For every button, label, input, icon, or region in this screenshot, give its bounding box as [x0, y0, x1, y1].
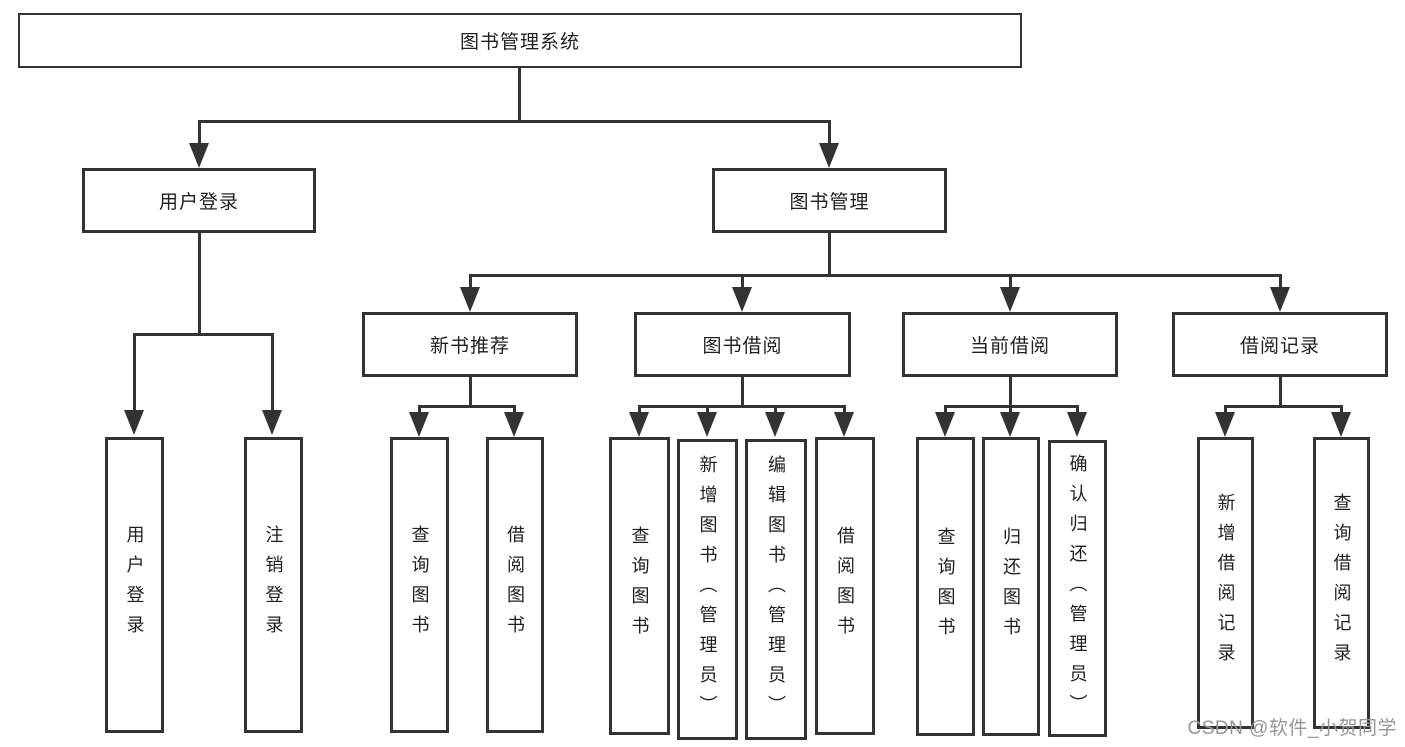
leaf-label: 查询图书	[629, 526, 650, 646]
connector-line	[1009, 274, 1012, 289]
leaf-user-login: 用户登录	[105, 437, 164, 733]
arrow-down-icon	[1000, 412, 1020, 437]
node-label: 当前借阅	[969, 336, 1050, 357]
leaf-label: 新增借阅记录	[1215, 493, 1236, 673]
leaf-add-borrow-record: 新增借阅记录	[1197, 437, 1254, 729]
leaf-label: 归还图书	[1001, 526, 1021, 647]
connector-line	[706, 405, 709, 415]
connector-line	[1009, 405, 1012, 415]
arrow-down-icon	[189, 143, 209, 168]
connector-line	[513, 405, 516, 415]
leaf-return-books: 归还图书	[982, 437, 1040, 736]
leaf-borrow-books: 借阅图书	[486, 437, 544, 733]
leaf-label: 注销登录	[263, 525, 284, 645]
connector-line	[1279, 274, 1282, 289]
node-label: 图书管理	[789, 192, 870, 213]
connector-line	[638, 405, 641, 415]
arrow-down-icon	[629, 412, 649, 437]
connector-line	[741, 274, 744, 289]
arrow-down-icon	[262, 410, 282, 435]
arrow-down-icon	[460, 287, 480, 312]
arrow-down-icon	[834, 412, 854, 437]
connector-line	[469, 377, 472, 408]
leaf-label: 用户登录	[124, 525, 145, 645]
node-new-book-recommendation: 新书推荐	[362, 312, 578, 377]
arrow-down-icon	[765, 412, 785, 437]
leaf-label: 借阅图书	[835, 526, 855, 646]
leaf-label: 借阅图书	[505, 525, 525, 645]
leaf-label: 查询借阅记录	[1331, 493, 1352, 673]
leaf-query-books: 查询图书	[609, 437, 670, 735]
leaf-label: 编辑图书（管理员）	[766, 454, 786, 725]
connector-line	[741, 377, 744, 408]
leaf-add-books-admin: 新增图书（管理员）	[677, 439, 738, 740]
node-label: 图书管理系统	[459, 32, 580, 53]
leaf-label: 新增图书（管理员）	[697, 454, 718, 725]
node-book-borrowing: 图书借阅	[634, 312, 851, 377]
connector-line	[828, 120, 831, 146]
arrow-down-icon	[1270, 287, 1290, 312]
arrow-down-icon	[409, 412, 429, 437]
node-label: 借阅记录	[1239, 336, 1320, 357]
connector-line	[418, 405, 516, 408]
node-user-login: 用户登录	[82, 168, 316, 233]
node-library-management-system: 图书管理系统	[18, 13, 1022, 68]
connector-line	[469, 274, 472, 289]
arrow-down-icon	[504, 412, 524, 437]
connector-line	[1279, 377, 1282, 408]
connector-line	[469, 274, 1281, 277]
connector-line	[774, 405, 777, 415]
connector-line	[198, 120, 201, 146]
connector-line	[198, 120, 831, 123]
leaf-label: 查询图书	[409, 525, 430, 645]
node-label: 新书推荐	[429, 336, 510, 357]
leaf-query-books: 查询图书	[390, 437, 449, 733]
leaf-confirm-return-admin: 确认归还（管理员）	[1048, 440, 1107, 737]
connector-line	[638, 405, 846, 408]
leaf-label: 查询图书	[935, 526, 956, 647]
arrow-down-icon	[697, 412, 717, 437]
leaf-query-books: 查询图书	[916, 437, 975, 736]
arrow-down-icon	[819, 143, 839, 168]
arrow-down-icon	[732, 287, 752, 312]
node-current-borrowing: 当前借阅	[902, 312, 1118, 377]
node-label: 图书借阅	[702, 336, 783, 357]
connector-line	[828, 233, 831, 277]
leaf-edit-books-admin: 编辑图书（管理员）	[745, 439, 807, 740]
connector-line	[198, 233, 201, 335]
csdn-watermark: CSDN @软件_小贺同学	[1187, 718, 1397, 739]
connector-line	[1340, 405, 1343, 415]
node-borrowing-records: 借阅记录	[1172, 312, 1388, 377]
connector-line	[418, 405, 421, 415]
node-label: 用户登录	[158, 192, 239, 213]
connector-line	[1224, 405, 1227, 415]
arrow-down-icon	[124, 410, 144, 435]
connector-line	[1076, 405, 1079, 415]
arrow-down-icon	[1000, 287, 1020, 312]
connector-line	[944, 405, 947, 415]
arrow-down-icon	[1067, 412, 1087, 437]
leaf-borrow-books: 借阅图书	[815, 437, 875, 735]
connector-line	[843, 405, 846, 415]
connector-line	[1224, 405, 1342, 408]
connector-line	[133, 333, 136, 411]
connector-line	[271, 333, 274, 411]
connector-line	[518, 68, 521, 123]
leaf-logout: 注销登录	[244, 437, 303, 733]
arrow-down-icon	[1215, 412, 1235, 437]
node-book-management: 图书管理	[712, 168, 947, 233]
leaf-query-borrow-record: 查询借阅记录	[1313, 437, 1370, 729]
connector-line	[133, 333, 273, 336]
connector-line	[1009, 377, 1012, 408]
leaf-label: 确认归还（管理员）	[1067, 453, 1088, 724]
arrow-down-icon	[1331, 412, 1351, 437]
arrow-down-icon	[935, 412, 955, 437]
